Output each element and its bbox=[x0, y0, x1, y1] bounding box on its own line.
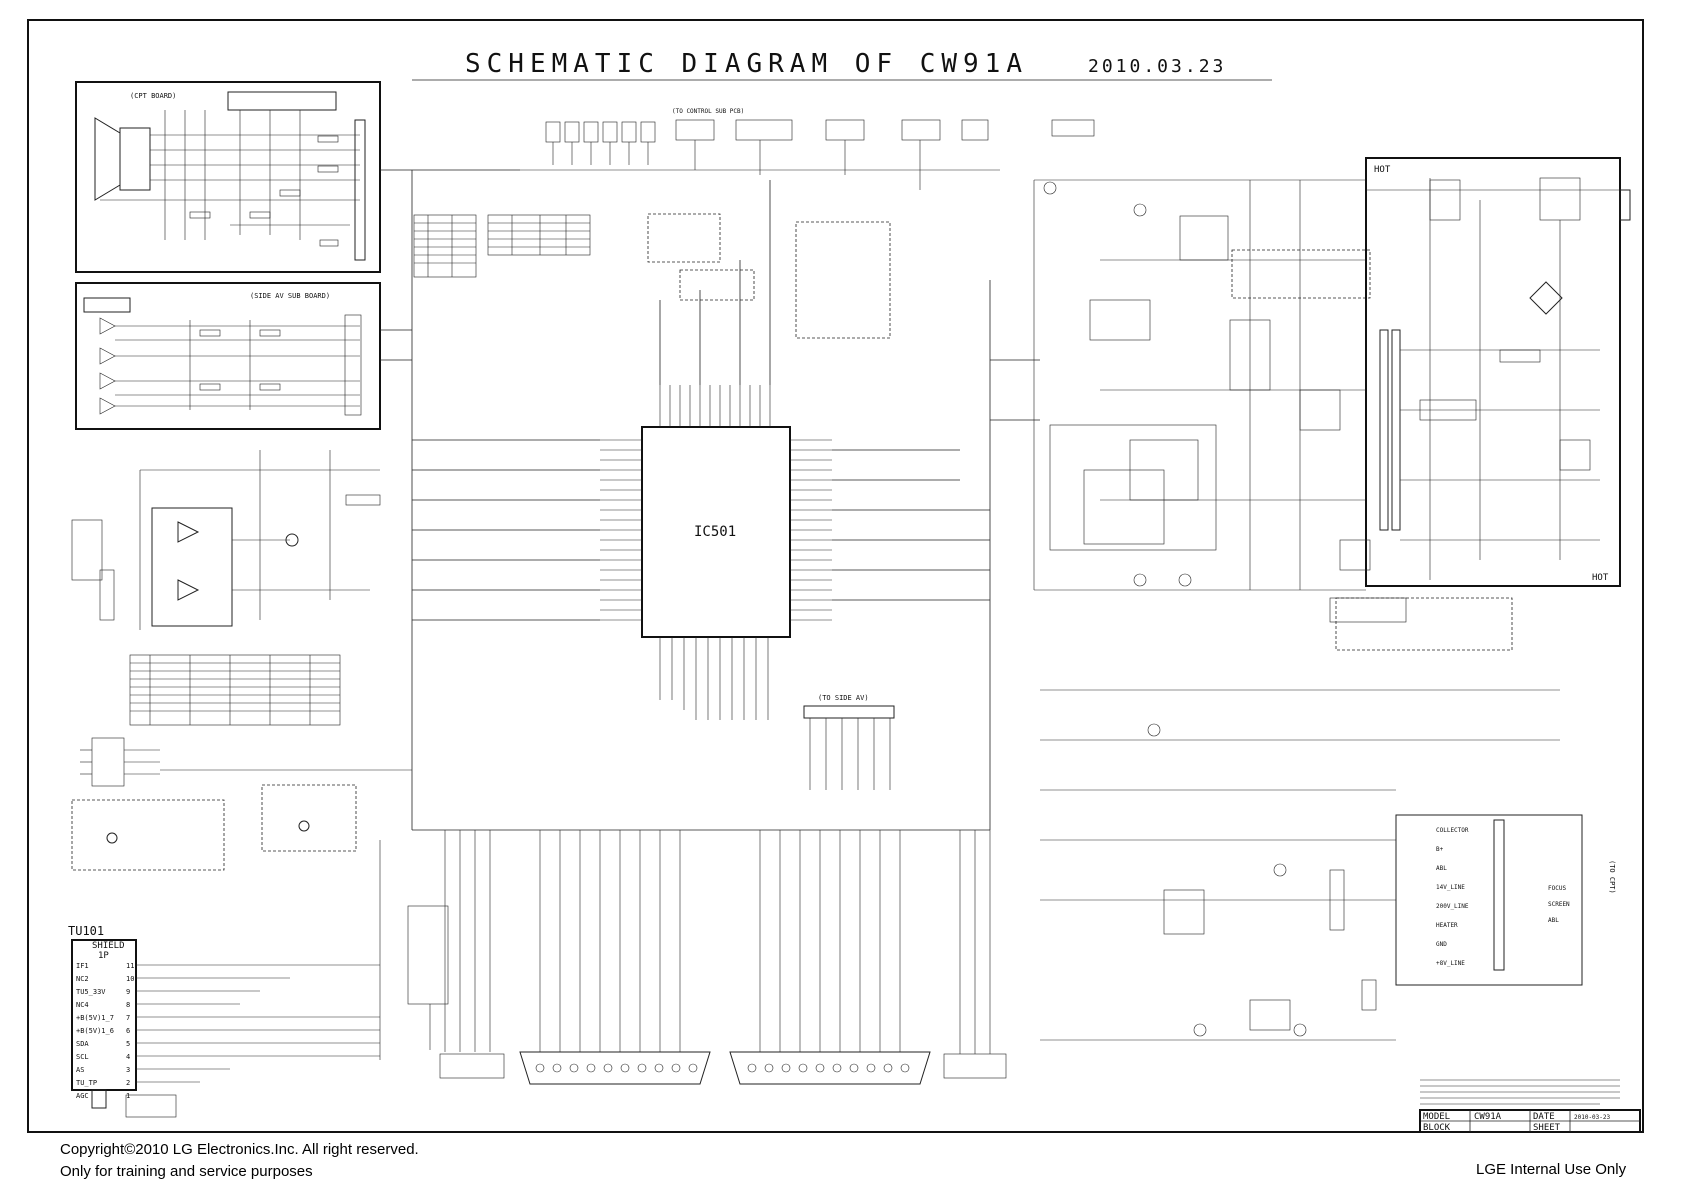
regulator-area bbox=[1033, 179, 1371, 591]
dashed-option-blocks bbox=[647, 213, 1513, 651]
scart2-pin bbox=[798, 1063, 808, 1073]
tuner-pin-number: 2 bbox=[126, 1079, 130, 1087]
scart2-pin bbox=[849, 1063, 859, 1073]
title-block-model-label: MODEL bbox=[1423, 1112, 1450, 1122]
internal-use-notice: LGE Internal Use Only bbox=[1476, 1161, 1627, 1178]
scart1-pin bbox=[688, 1063, 698, 1073]
schematic-title: SCHEMATIC DIAGRAM OF CW91A bbox=[465, 49, 1028, 79]
scart2-pin bbox=[815, 1063, 825, 1073]
tuner-shield-label: SHIELD bbox=[92, 941, 125, 951]
title-block-block-label: BLOCK bbox=[1423, 1123, 1451, 1133]
usage-notice: Only for training and service purposes bbox=[60, 1163, 313, 1180]
fbt-output-label: FOCUS bbox=[1548, 885, 1566, 892]
fbt-pin-label: HEATER bbox=[1436, 922, 1458, 929]
power-supply-section: HOT HOT bbox=[1365, 157, 1631, 587]
option-table-lower-left bbox=[129, 654, 341, 726]
scart1-pin bbox=[637, 1063, 647, 1073]
small-ic-left bbox=[80, 737, 412, 787]
tuner-pin-number: 7 bbox=[126, 1014, 130, 1022]
tuner-pin-number: 1 bbox=[126, 1092, 130, 1100]
fbt-pin-label: ABL bbox=[1436, 865, 1447, 872]
side-av-sub-board-label: (SIDE AV SUB BOARD) bbox=[250, 292, 330, 300]
fbt-output-label: ABL bbox=[1548, 917, 1559, 924]
tuner-pin-label: SDA bbox=[76, 1040, 89, 1048]
scart2-pin bbox=[747, 1063, 757, 1073]
deflection-section: COLLECTOR B+ ABL 14V_LINE 200V_LINE HEATER GND… bbox=[1040, 597, 1583, 1041]
tuner-pin-number: 6 bbox=[126, 1027, 130, 1035]
hot-label-bottom: HOT bbox=[1592, 573, 1609, 583]
to-cpt-label: (TO CPT) bbox=[1608, 860, 1616, 894]
fbt-box bbox=[1395, 814, 1583, 986]
tuner-pin-label: AS bbox=[76, 1066, 84, 1074]
side-av-sub-board-section: (SIDE AV SUB BOARD) bbox=[75, 282, 381, 430]
title-block-model-value: CW91A bbox=[1474, 1112, 1502, 1122]
scart2-pin bbox=[781, 1063, 791, 1073]
scart1-pin bbox=[603, 1063, 613, 1073]
audio-amplifier-area bbox=[71, 450, 381, 630]
copyright-notice: Copyright©2010 LG Electronics.Inc. All r… bbox=[60, 1141, 419, 1158]
title-block-date-value: 2010-03-23 bbox=[1574, 1114, 1611, 1121]
scart1-pin bbox=[671, 1063, 681, 1073]
scart1-pin bbox=[552, 1063, 562, 1073]
scart2-pin bbox=[900, 1063, 910, 1073]
to-control-sub-pcb-label: (TO CONTROL SUB PCB) bbox=[672, 108, 744, 115]
scart2-pin bbox=[883, 1063, 893, 1073]
to-side-av-connector: (TO SIDE AV) bbox=[803, 694, 895, 790]
scart2-pin bbox=[866, 1063, 876, 1073]
schematic-date: 2010.03.23 bbox=[1088, 56, 1226, 77]
drawing-frame bbox=[27, 19, 1644, 1133]
scart2-pin bbox=[832, 1063, 842, 1073]
tuner-pin-number: 11 bbox=[126, 962, 134, 970]
dashed-lower-left bbox=[71, 784, 357, 871]
scart1-pin bbox=[569, 1063, 579, 1073]
bottom-connectors bbox=[407, 830, 1007, 1085]
fbt-pin-label: GND bbox=[1436, 941, 1447, 948]
scart1-pin bbox=[654, 1063, 664, 1073]
title-block-date-label: DATE bbox=[1533, 1112, 1555, 1122]
fbt-pin-label: 200V_LINE bbox=[1436, 903, 1469, 910]
tuner-pin-label: TU_TP bbox=[76, 1079, 97, 1087]
scart-pin-circles bbox=[535, 1063, 910, 1073]
tuner-pin-number: 4 bbox=[126, 1053, 130, 1061]
top-connector-row bbox=[520, 119, 1095, 190]
tuner-pin-number: 10 bbox=[126, 975, 134, 983]
title-block-sheet-label: SHEET bbox=[1533, 1123, 1561, 1133]
fbt-pin-label: COLLECTOR bbox=[1436, 827, 1469, 834]
hot-area-box bbox=[1365, 157, 1621, 587]
tuner-pin-number: 5 bbox=[126, 1040, 130, 1048]
tuner-pin-label: NC4 bbox=[76, 1001, 89, 1009]
tuner-pin-number: 9 bbox=[126, 988, 130, 996]
tuner-pin-number: 8 bbox=[126, 1001, 130, 1009]
tuner-pin-label: SCL bbox=[76, 1053, 89, 1061]
tuner-ref: TU101 bbox=[68, 924, 104, 938]
ic501-body bbox=[641, 426, 791, 638]
option-tables-upper bbox=[413, 214, 591, 278]
to-side-av-label: (TO SIDE AV) bbox=[818, 694, 869, 702]
tuner-pin-number: 3 bbox=[126, 1066, 130, 1074]
fbt-pin-label: 14V_LINE bbox=[1436, 884, 1465, 891]
fbt-pin-label: B+ bbox=[1436, 846, 1444, 853]
tuner-pin-label: TU5_33V bbox=[76, 988, 106, 996]
scart1-pin bbox=[535, 1063, 545, 1073]
main-ic-block: IC501 bbox=[412, 180, 990, 720]
tuner-pin-label: +B(5V)1_7 bbox=[76, 1014, 114, 1022]
tuner-pin-label: NC2 bbox=[76, 975, 89, 983]
tuner-top-pin: 1P bbox=[98, 951, 109, 961]
fbt-pin-label: +8V_LINE bbox=[1436, 960, 1465, 967]
tuner-pin-label: +B(5V)1_6 bbox=[76, 1027, 114, 1035]
tuner-pin-label: IF1 bbox=[76, 962, 89, 970]
ic501-label: IC501 bbox=[694, 524, 736, 540]
tuner-pin-label: AGC bbox=[76, 1092, 89, 1100]
scart1-pin bbox=[620, 1063, 630, 1073]
fbt-output-label: SCREEN bbox=[1548, 901, 1570, 908]
scart1-pin bbox=[586, 1063, 596, 1073]
cpt-board-section: (CPT BOARD) bbox=[75, 81, 381, 273]
hot-label-top: HOT bbox=[1374, 165, 1391, 175]
left-signal-bus bbox=[380, 169, 1040, 831]
scart2-pin bbox=[764, 1063, 774, 1073]
cpt-board-label: (CPT BOARD) bbox=[130, 92, 176, 100]
title-block: MODEL CW91A DATE 2010-03-23 BLOCK SHEET bbox=[1419, 1079, 1641, 1133]
